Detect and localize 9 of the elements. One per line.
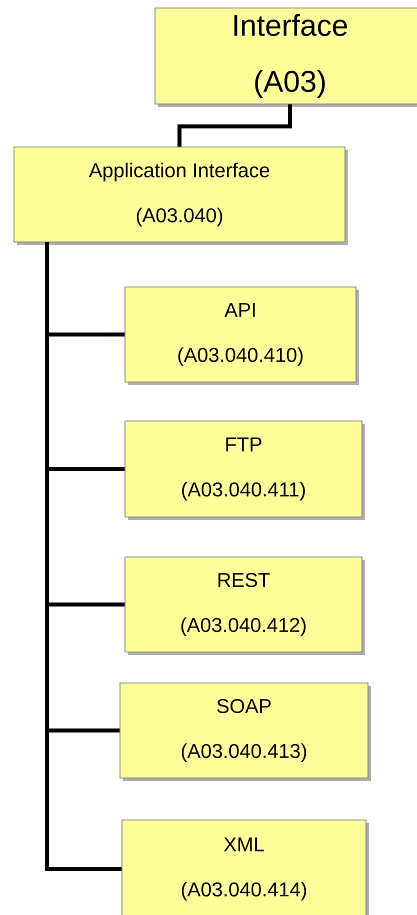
box: SOAP (A03.040.413)	[120, 682, 371, 781]
connector-line	[178, 104, 292, 147]
connector-line	[45, 242, 122, 871]
box: REST (A03.040.412)	[124, 556, 365, 655]
box: Interface (A03)	[154, 8, 417, 108]
box: API (A03.040.410)	[124, 286, 359, 385]
box: FTP (A03.040.411)	[124, 420, 365, 520]
box: XML (A03.040.414)	[122, 820, 369, 915]
box: Application Interface (A03.040)	[14, 146, 348, 245]
